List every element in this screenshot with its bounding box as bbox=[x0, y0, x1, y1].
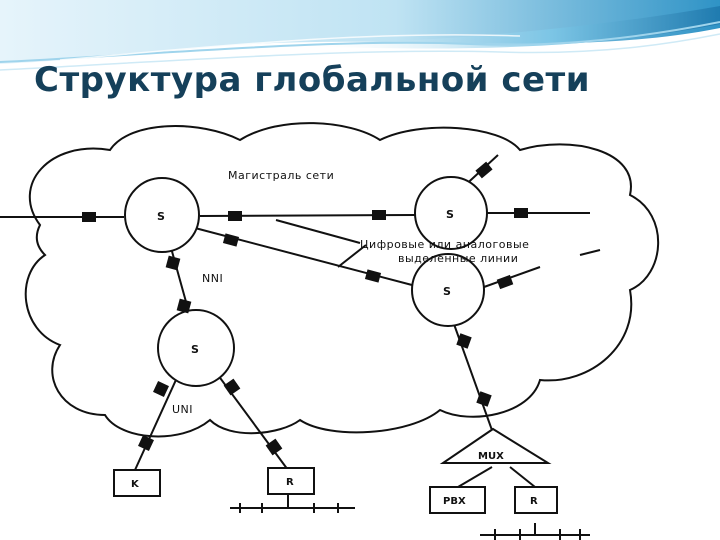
router-box-right bbox=[514, 486, 558, 514]
lines-label-line2: выделенные линии bbox=[398, 252, 518, 265]
network-diagram: Магистраль сети Цифровые или аналоговые … bbox=[0, 122, 660, 540]
link-connector bbox=[228, 211, 242, 221]
switch-2-label: S bbox=[446, 208, 454, 221]
switch-node-1 bbox=[124, 177, 200, 253]
link-s4-k bbox=[134, 370, 181, 471]
backbone-label: Магистраль сети bbox=[228, 169, 334, 182]
uni-label: UNI bbox=[172, 403, 193, 416]
pointer-backbone bbox=[275, 219, 361, 244]
slide-header: Структура глобальной сети bbox=[0, 0, 720, 115]
pbx-label: PBX bbox=[443, 496, 466, 507]
switch-3-label: S bbox=[443, 285, 451, 298]
terminal-k-box bbox=[113, 469, 161, 497]
backbone-cloud bbox=[24, 122, 660, 438]
switch-1-label: S bbox=[157, 210, 165, 223]
link-connector bbox=[265, 438, 283, 456]
mux-block bbox=[439, 427, 552, 464]
link-connector bbox=[514, 208, 528, 218]
link-connector bbox=[496, 274, 514, 290]
link-connector bbox=[165, 255, 181, 271]
link-connector bbox=[222, 233, 240, 247]
link-connector bbox=[372, 210, 386, 220]
router-box-left bbox=[267, 467, 315, 495]
link-connector bbox=[82, 212, 96, 222]
link-connector bbox=[153, 381, 169, 397]
link-connector bbox=[176, 298, 192, 314]
pointer-diagonal bbox=[337, 244, 367, 268]
link-connector bbox=[223, 378, 241, 396]
link-connector bbox=[138, 435, 154, 451]
link-connector bbox=[475, 161, 493, 179]
lines-label-line1: Цифровые или аналоговые bbox=[360, 238, 529, 251]
pbx-box bbox=[429, 486, 486, 514]
switch-node-4 bbox=[157, 309, 235, 387]
mux-label: MUX bbox=[478, 451, 504, 462]
link-connector bbox=[364, 269, 382, 283]
terminal-k-label: K bbox=[131, 479, 140, 490]
link-s3-mux bbox=[449, 312, 494, 434]
switch-node-2 bbox=[414, 176, 488, 250]
switch-node-3 bbox=[411, 253, 485, 327]
link-connector bbox=[476, 391, 492, 407]
header-wave-decoration bbox=[0, 0, 720, 115]
link-connector bbox=[456, 333, 472, 349]
router-right-label: R bbox=[530, 496, 538, 507]
router-left-label: R bbox=[286, 477, 294, 488]
pointer-right bbox=[579, 249, 601, 256]
nni-label: NNI bbox=[202, 272, 223, 285]
link-s3-right bbox=[483, 266, 541, 288]
slide-title: Структура глобальной сети bbox=[34, 60, 591, 100]
switch-4-label: S bbox=[191, 343, 199, 356]
